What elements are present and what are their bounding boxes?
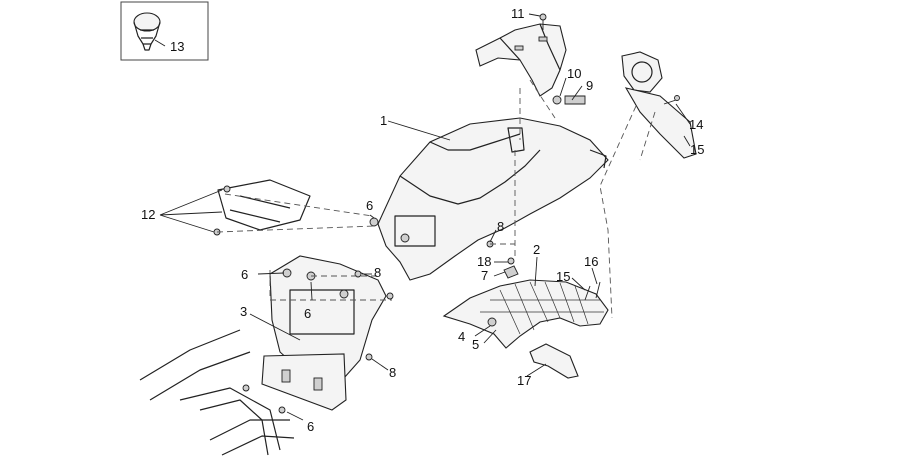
callout-14: 14 <box>689 117 703 132</box>
frame-outline <box>139 179 311 456</box>
callout-13: 13 <box>170 39 184 54</box>
callout-2: 2 <box>533 242 540 257</box>
callout-7: 7 <box>481 268 488 283</box>
callout-15-holder: 15 <box>690 142 704 157</box>
clip-13-drawing <box>133 12 161 51</box>
callout-8-right: 8 <box>497 219 504 234</box>
hugger-mudguard <box>442 279 609 349</box>
callout-12: 12 <box>141 207 155 222</box>
callout-3: 3 <box>240 304 247 319</box>
inner-fender-panel <box>261 255 387 411</box>
callout-16: 16 <box>584 254 598 269</box>
callout-9: 9 <box>586 78 593 93</box>
callout-6-bottom: 6 <box>307 419 314 434</box>
callout-1: 1 <box>380 113 387 128</box>
callout-10: 10 <box>567 66 581 81</box>
callout-6-left: 6 <box>241 267 248 282</box>
bracket-17 <box>529 343 579 379</box>
upper-bracket-assembly <box>475 13 586 105</box>
license-plate-holder <box>621 51 697 159</box>
callout-labels: 1 2 3 4 5 6 6 6 6 7 8 8 8 9 10 11 12 13 … <box>141 6 704 434</box>
callout-6-center: 6 <box>304 306 311 321</box>
callout-17: 17 <box>517 373 531 388</box>
callout-18: 18 <box>477 254 491 269</box>
inset-part-13 <box>120 1 209 61</box>
fastener-hardware <box>282 217 601 361</box>
rear-fender <box>377 117 609 281</box>
callout-4: 4 <box>458 329 465 344</box>
callout-6-top: 6 <box>366 198 373 213</box>
callout-11: 11 <box>511 6 525 21</box>
leader-lines <box>154 13 691 421</box>
callout-8-bottom: 8 <box>389 365 396 380</box>
callout-8-middle: 8 <box>374 265 381 280</box>
callout-5: 5 <box>472 337 479 352</box>
callout-15-hugger: 15 <box>556 269 570 284</box>
assembly-lines <box>216 79 656 319</box>
